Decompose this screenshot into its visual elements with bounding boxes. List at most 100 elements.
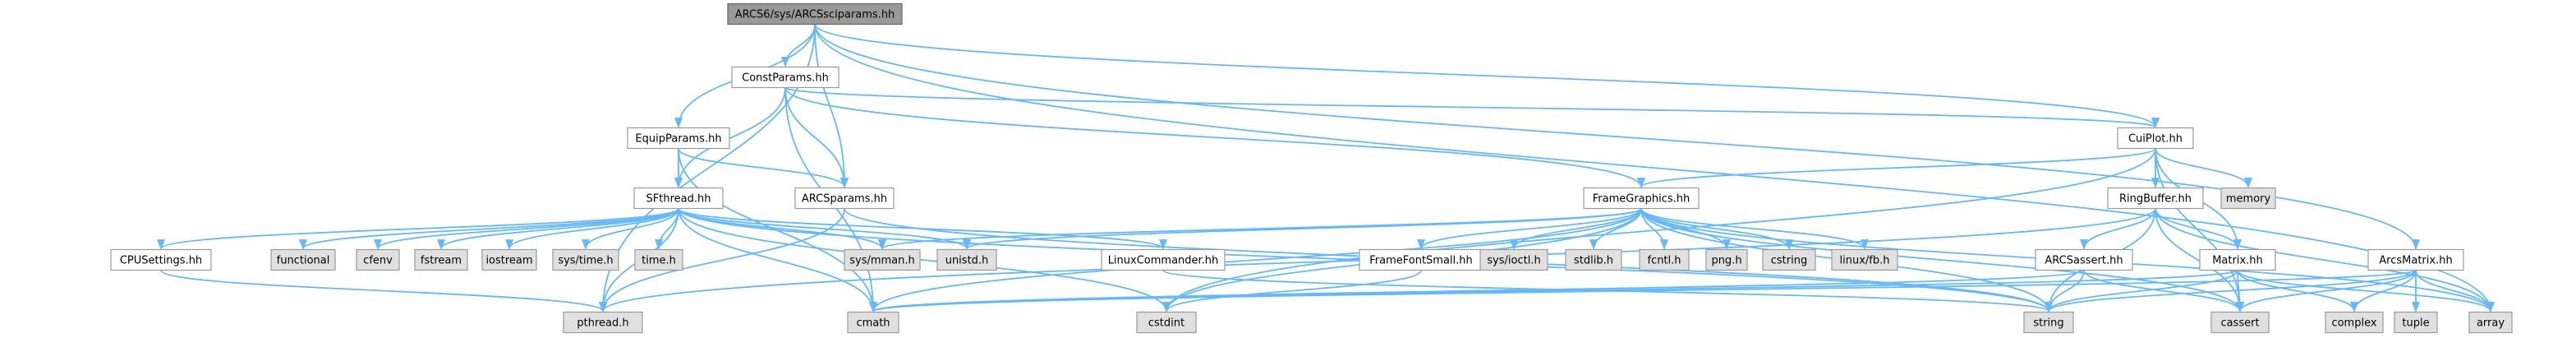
node-string: string bbox=[2023, 311, 2074, 334]
node-box bbox=[634, 248, 683, 271]
node-arcsmatrix[interactable]: ArcsMatrix.hh bbox=[2367, 248, 2464, 271]
edge-arcsassert-to-cmath bbox=[869, 269, 2085, 313]
edge-sfthread-to-cmath bbox=[678, 208, 877, 313]
node-box bbox=[936, 248, 997, 271]
edge-arcsmatrix-to-cassert bbox=[2236, 270, 2417, 313]
node-label: string bbox=[2033, 317, 2063, 330]
edge-cuiplot-to-framegraphics bbox=[1637, 147, 2156, 188]
node-box bbox=[1565, 248, 1622, 271]
node-cfenv: cfenv bbox=[356, 248, 400, 271]
node-cuiplot[interactable]: CuiPlot.hh bbox=[2117, 127, 2194, 150]
node-label: array bbox=[2477, 317, 2505, 330]
edge-ringbuffer-to-arcsassert bbox=[2080, 208, 2156, 250]
node-systime: sys/time.h bbox=[552, 248, 619, 271]
node-box bbox=[1583, 187, 1700, 210]
graph-nodes: ARCS6/sys/ARCSsciparams.hhConstParams.hh… bbox=[110, 2, 2513, 334]
node-box bbox=[633, 187, 724, 210]
node-label: memory bbox=[2226, 193, 2271, 206]
node-label: ARCSparams.hh bbox=[802, 193, 887, 206]
edge-sfthread-to-fstream bbox=[437, 208, 679, 250]
node-constparams[interactable]: ConstParams.hh bbox=[731, 66, 840, 89]
edge-cuiplot-to-cassert bbox=[2155, 148, 2245, 313]
node-equipparams[interactable]: EquipParams.hh bbox=[627, 127, 730, 150]
node-timeh: time.h bbox=[634, 248, 683, 271]
node-arcsassert[interactable]: ARCSassert.hh bbox=[2035, 248, 2133, 271]
node-label: time.h bbox=[642, 255, 676, 267]
node-label: Matrix.hh bbox=[2212, 255, 2263, 267]
node-box bbox=[2107, 187, 2204, 210]
edge-sfthread-to-functional bbox=[299, 207, 679, 250]
edge-framegraphics-to-unistd bbox=[963, 207, 1642, 250]
edge-cpusettings-to-pthread bbox=[160, 269, 607, 313]
node-label: ARCS6/sys/ARCSsciparams.hh bbox=[735, 9, 895, 21]
edge-sfthread-to-cstdint bbox=[678, 208, 1171, 313]
node-label: ARCSassert.hh bbox=[2045, 255, 2123, 267]
edge-matrix-to-complex bbox=[2237, 270, 2358, 313]
edge-arcsmatrix-to-cmath bbox=[869, 269, 2417, 313]
node-framegraphics[interactable]: FrameGraphics.hh bbox=[1583, 187, 1700, 210]
node-label: functional bbox=[277, 255, 330, 267]
node-box bbox=[1762, 248, 1816, 271]
node-box bbox=[2035, 248, 2133, 271]
node-label: cstring bbox=[1771, 255, 1807, 267]
node-box bbox=[1639, 248, 1690, 271]
edge-matrix-to-string bbox=[2045, 270, 2238, 313]
edge-arcsparams-to-pthread bbox=[599, 208, 845, 313]
edge-ringbuffer-to-array bbox=[2155, 208, 2495, 313]
node-label: pthread.h bbox=[577, 317, 628, 330]
node-box bbox=[356, 248, 400, 271]
node-box bbox=[2117, 127, 2194, 150]
node-box bbox=[270, 248, 336, 271]
node-iostream: iostream bbox=[481, 248, 537, 271]
node-label: complex bbox=[2331, 317, 2376, 330]
node-box bbox=[414, 248, 468, 271]
node-root[interactable]: ARCS6/sys/ARCSsciparams.hh bbox=[727, 2, 903, 25]
node-box bbox=[552, 248, 619, 271]
node-functional: functional bbox=[270, 248, 336, 271]
node-box bbox=[563, 311, 643, 334]
node-framefontsmall[interactable]: FrameFontSmall.hh bbox=[1359, 248, 1484, 271]
node-cpusettings[interactable]: CPUSettings.hh bbox=[110, 248, 212, 271]
node-label: FrameGraphics.hh bbox=[1593, 193, 1690, 206]
node-arcsparams[interactable]: ARCSparams.hh bbox=[794, 187, 895, 210]
node-box bbox=[727, 2, 903, 25]
node-label: CPUSettings.hh bbox=[120, 255, 202, 267]
node-box bbox=[627, 127, 730, 150]
node-box bbox=[1101, 248, 1226, 271]
node-box bbox=[1359, 248, 1484, 271]
node-label: iostream bbox=[485, 255, 532, 267]
node-cstring: cstring bbox=[1762, 248, 1816, 271]
node-label: CuiPlot.hh bbox=[2128, 133, 2183, 146]
node-sfthread[interactable]: SFthread.hh bbox=[633, 187, 724, 210]
node-png: png.h bbox=[1705, 248, 1748, 271]
node-label: tuple bbox=[2402, 317, 2429, 330]
node-label: ArcsMatrix.hh bbox=[2379, 255, 2452, 267]
node-ringbuffer[interactable]: RingBuffer.hh bbox=[2107, 187, 2204, 210]
node-unistd: unistd.h bbox=[936, 248, 997, 271]
edge-cuiplot-to-memory bbox=[2155, 148, 2252, 188]
node-box bbox=[110, 248, 212, 271]
node-box bbox=[2394, 311, 2438, 334]
edge-root-to-arcsmatrix bbox=[814, 24, 2420, 250]
edge-matrix-to-array bbox=[2237, 270, 2495, 313]
node-complex: complex bbox=[2325, 311, 2384, 334]
node-linuxcommander[interactable]: LinuxCommander.hh bbox=[1101, 248, 1226, 271]
node-box bbox=[2220, 187, 2276, 210]
node-label: ConstParams.hh bbox=[742, 72, 829, 85]
node-box bbox=[2210, 311, 2270, 334]
node-fstream: fstream bbox=[414, 248, 468, 271]
edge-constparams-to-arcsparams bbox=[784, 87, 849, 188]
edge-ringbuffer-to-cassert bbox=[2155, 208, 2245, 313]
node-matrix[interactable]: Matrix.hh bbox=[2199, 248, 2276, 271]
edge-equipparams-to-arcsparams bbox=[678, 148, 849, 188]
edge-root-to-cuiplot bbox=[814, 24, 2160, 128]
node-cstdint: cstdint bbox=[1136, 311, 1197, 334]
edge-ringbuffer-to-matrix bbox=[2155, 208, 2242, 250]
edge-framegraphics-to-framefontsmall bbox=[1417, 208, 1642, 250]
node-box bbox=[844, 248, 921, 271]
node-array: array bbox=[2468, 311, 2513, 334]
edge-constparams-to-framegraphics bbox=[784, 87, 1645, 188]
edge-arcsassert-to-cassert bbox=[2083, 270, 2244, 313]
node-label: sys/time.h bbox=[558, 255, 613, 267]
